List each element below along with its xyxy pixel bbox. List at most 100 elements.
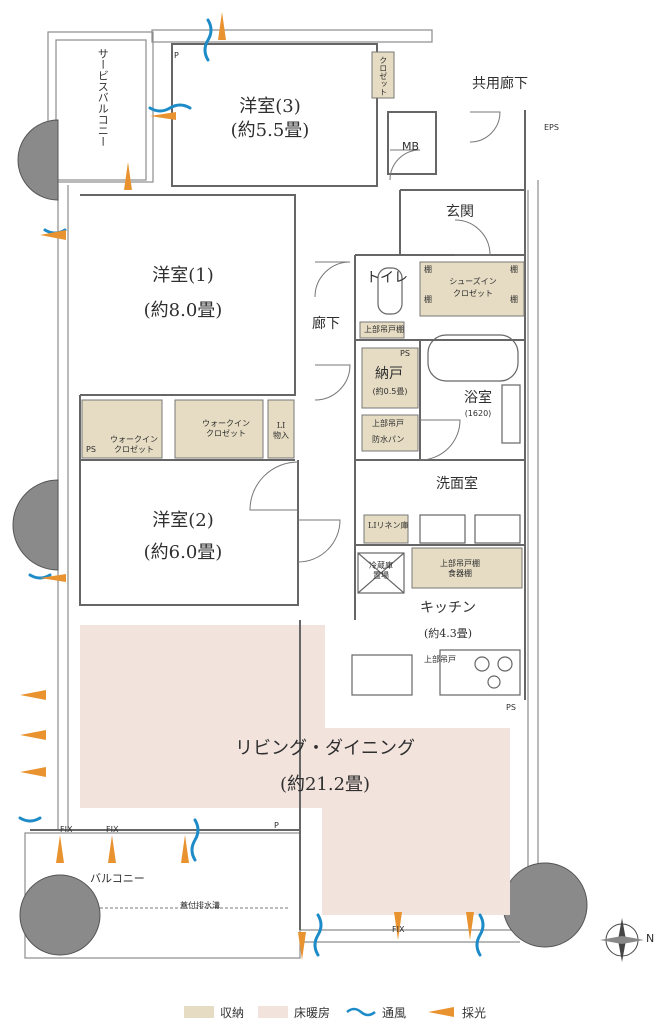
shelf-label-2: 棚 <box>510 295 518 304</box>
legend-storage: 収納 <box>184 1004 244 1020</box>
linen-label: LIリネン庫 <box>368 521 409 530</box>
fix-label-2: FIX <box>106 825 119 834</box>
legend-floor-heating-swatch <box>258 1006 288 1018</box>
toilet-upper-shelf <box>359 321 405 339</box>
drain-label: 蓋付排水溝 <box>180 901 220 910</box>
washer-shelf-label: 上部吊戸 <box>372 419 404 428</box>
door-western2 <box>249 461 299 511</box>
door-mb <box>389 149 421 181</box>
fridge-label-2: 置場 <box>373 571 389 580</box>
room-storage-size: (約0.5畳) <box>372 387 408 396</box>
legend-ventilation: 通風 <box>346 1004 406 1020</box>
fridge-space <box>357 552 405 594</box>
li-storage-label-2: 物入 <box>273 431 289 440</box>
room-western1-name: 洋室(1) <box>152 265 214 286</box>
compass-icon <box>600 918 644 962</box>
closet-western3 <box>371 51 395 99</box>
shelf-label-1: 棚 <box>510 265 518 274</box>
room-western2-size: (約6.0畳) <box>143 542 223 563</box>
door-living <box>297 519 341 563</box>
closet-label: クロゼット <box>378 56 388 96</box>
door-storage <box>314 364 351 401</box>
room-common-corridor: 共用廊下 <box>472 76 528 92</box>
legend: 収納 床暖房 通風 採光 <box>0 1002 664 1022</box>
column-mid-left <box>12 479 59 571</box>
ps-label-1: PS <box>400 349 410 358</box>
bathtub <box>427 334 519 382</box>
wash-basin-1 <box>419 514 466 544</box>
shoes-closet-label-1: シューズイン <box>449 277 497 286</box>
shoes-closet <box>419 261 525 317</box>
room-kitchen-size: (約4.3畳) <box>423 627 473 640</box>
room-bath-size: (1620) <box>464 409 492 418</box>
mb-label: MB <box>402 140 420 153</box>
room-western3-name: 洋室(3) <box>239 96 301 117</box>
li-storage-label-1: LI <box>276 421 286 430</box>
li-storage <box>267 399 295 459</box>
fix-label-1: FIX <box>60 825 73 834</box>
dish-shelf-label-2: 食器棚 <box>448 569 472 578</box>
walkin1-label-2: クロゼット <box>114 445 154 454</box>
room-washroom: 洗面室 <box>436 476 478 492</box>
toilet-fixture <box>377 267 403 315</box>
light-marks <box>20 12 474 960</box>
door-entrance <box>454 219 491 256</box>
kitchen-island <box>351 654 413 696</box>
room-entrance: 玄関 <box>446 204 474 220</box>
room-bath-name: 浴室 <box>464 390 492 406</box>
room-western2-name: 洋室(2) <box>152 510 214 531</box>
door-toilet <box>314 261 351 298</box>
column-bottom-left <box>19 874 101 956</box>
shoes-closet-label-2: クロゼット <box>453 289 493 298</box>
washer-area <box>361 414 419 452</box>
room-western1-size: (約8.0畳) <box>143 300 223 321</box>
room-corridor: 廊下 <box>312 316 340 332</box>
room-living-size: (約21.2畳) <box>279 774 371 795</box>
room-storage-name: 納戸 <box>375 366 403 382</box>
legend-storage-label: 収納 <box>220 1005 245 1020</box>
walkin2-label-1: ウォークイン <box>202 419 250 428</box>
walkin-closet-1 <box>81 399 163 459</box>
room-kitchen-name: キッチン <box>420 600 476 616</box>
legend-ventilation-label: 通風 <box>382 1005 407 1020</box>
toilet-shelf-label: 上部吊戸棚 <box>364 325 404 334</box>
fix-label-3: FIX <box>392 925 405 934</box>
eps-label: EPS <box>544 123 559 132</box>
washer-label: 防水パン <box>372 435 405 444</box>
fridge-label-1: 冷蔵庫 <box>369 561 393 570</box>
walkin2-label-2: クロゼット <box>206 429 246 438</box>
column-top-left <box>17 119 59 201</box>
legend-floor-heating-label: 床暖房 <box>294 1005 331 1020</box>
stove-burner-2 <box>497 656 513 672</box>
mb-box <box>387 111 437 175</box>
shelf-label-3: 棚 <box>424 265 432 274</box>
stove-burner-3 <box>487 675 501 689</box>
bath-counter <box>501 384 521 444</box>
western2-walls <box>79 460 299 606</box>
room-western3-size: (約5.5畳) <box>230 120 310 141</box>
dish-shelf <box>411 547 523 589</box>
p-label-balcony: P <box>274 821 279 830</box>
compass-north-label: N <box>646 932 655 945</box>
kitchen-counter <box>439 649 521 696</box>
legend-light-label: 採光 <box>462 1005 487 1020</box>
ps-label-2: PS <box>86 445 96 454</box>
dish-shelf-label-1: 上部吊戸棚 <box>440 559 480 568</box>
door-front <box>469 111 501 143</box>
room-service-balcony: サービスバルコニー <box>96 48 110 147</box>
door-bath <box>419 419 461 461</box>
room-toilet: トイレ <box>366 270 408 286</box>
room-balcony: バルコニー <box>90 872 145 885</box>
wash-basin-2 <box>474 514 521 544</box>
walkin-closet-2 <box>174 399 264 459</box>
column-bottom-right <box>502 862 588 948</box>
room-living-name: リビング・ダイニング <box>235 738 415 759</box>
linen-closet <box>363 514 409 544</box>
stove-burner-1 <box>474 656 490 672</box>
walkin1-label-1: ウォークイン <box>110 435 158 444</box>
kitchen-shelf-label: 上部吊戸 <box>424 655 456 664</box>
legend-storage-swatch <box>184 1006 214 1018</box>
service-balcony-outline <box>47 31 154 183</box>
legend-floor-heating: 床暖房 <box>258 1004 330 1020</box>
